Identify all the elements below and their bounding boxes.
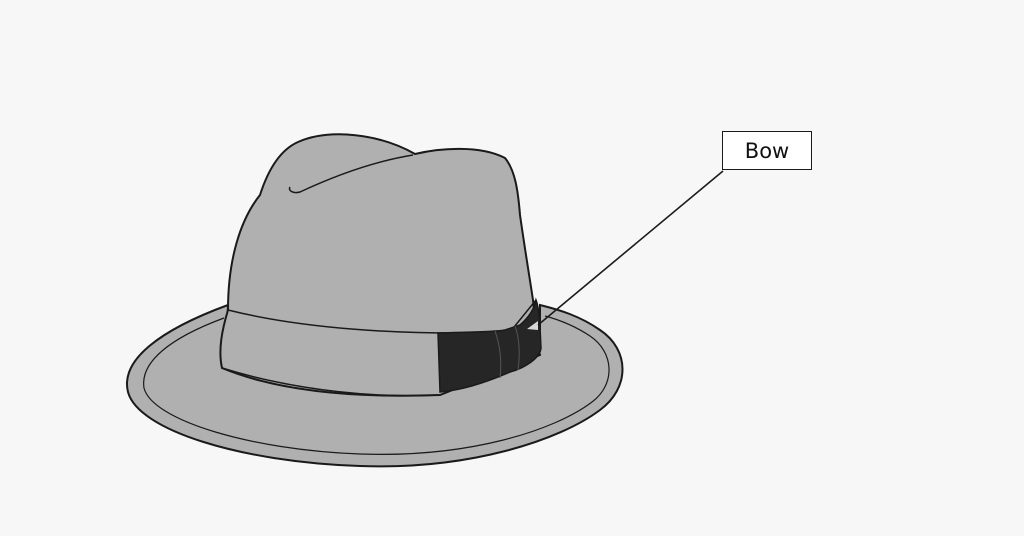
bow-label: Bow (722, 131, 812, 170)
hat-crown (219, 133, 542, 397)
hat-bow (437, 297, 542, 393)
bow-label-text: Bow (744, 138, 790, 163)
bow-leader-line (537, 170, 724, 326)
